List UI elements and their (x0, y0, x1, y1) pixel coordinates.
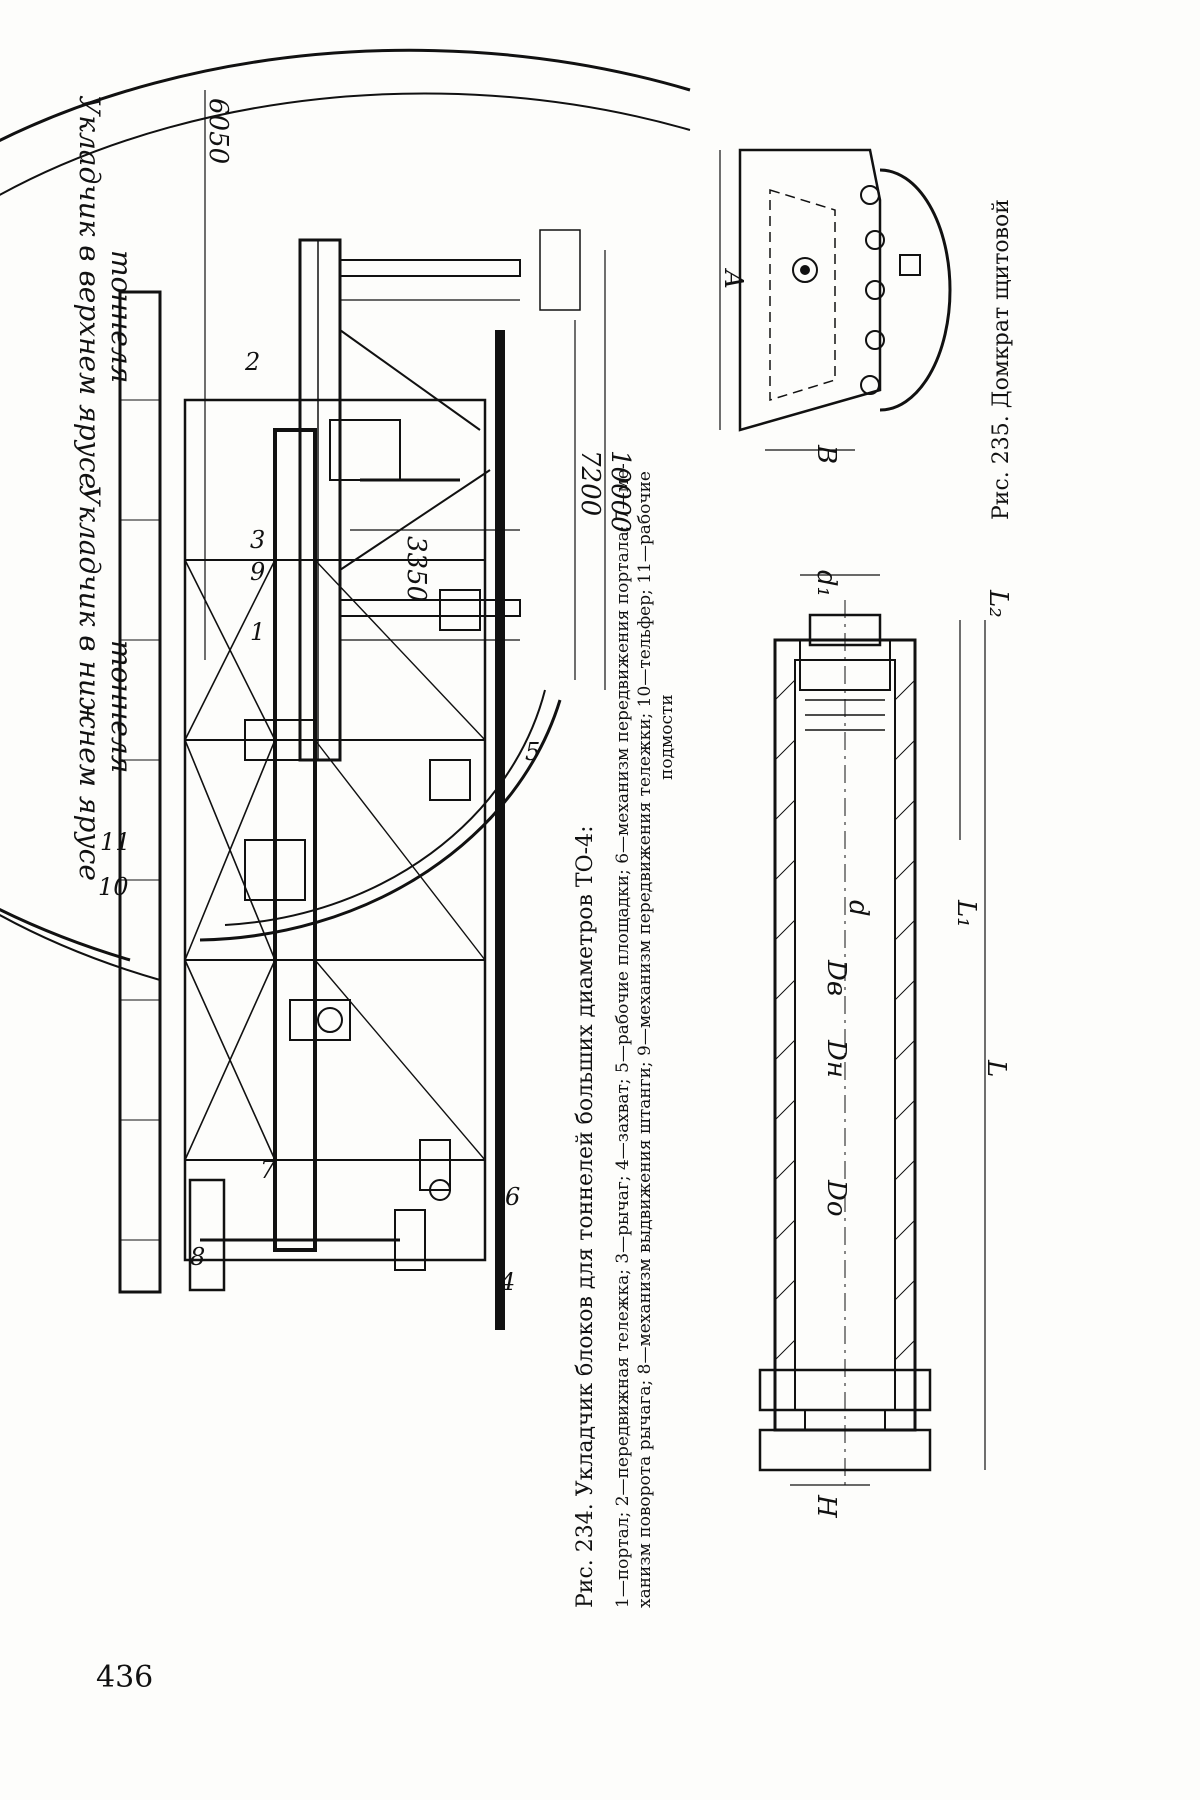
label-lower-tier-2: тоннеля (105, 640, 138, 773)
fig234-legend-line3: подмости (657, 694, 677, 780)
dim-L2: L₂ (983, 589, 1013, 618)
callout-1: 1 (250, 618, 265, 646)
dim-Dv: Dв (821, 959, 851, 996)
callout-3: 3 (250, 526, 265, 554)
callout-5: 5 (525, 738, 540, 766)
fig234-caption: Рис. 234. Укладчик блоков для тоннелей б… (573, 826, 598, 1608)
fig235-caption: Рис. 235. Домкрат щитовой (989, 199, 1014, 520)
callout-11: 11 (100, 828, 131, 856)
jack-head-end-view: A B (718, 148, 952, 464)
label-upper-tier-1: Укладчик в верхнем ярусе (73, 95, 106, 489)
dim-B: B (811, 444, 841, 464)
dim-L1: L₁ (951, 899, 981, 928)
callout-7: 7 (260, 1156, 276, 1184)
dim-10000: 10000 (605, 450, 635, 533)
page-number: 436 (96, 1660, 154, 1695)
label-lower-tier-1: Укладчик в нижнем ярусе (73, 485, 106, 881)
callout-9: 9 (250, 558, 265, 586)
dim-H: H (811, 1494, 841, 1519)
dim-d1: d₁ (811, 570, 841, 597)
callout-6: 6 (505, 1183, 520, 1211)
fig234-legend-line1: 1—портал; 2—передвижная тележка; 3—рычаг… (613, 463, 633, 1608)
shield-jack-drawing: d₁ L₂ d L₁ Dв Dн L Dо H (758, 570, 1013, 1519)
dim-6050: 6050 (203, 98, 233, 164)
dim-d: d (843, 900, 873, 917)
fig234-legend-line2: ханизм поворота рычага; 8—механизм выдви… (635, 471, 655, 1608)
fig234-caption-block: Рис. 234. Укладчик блоков для тоннелей б… (573, 463, 677, 1608)
callout-10: 10 (98, 873, 129, 901)
callout-2: 2 (244, 348, 260, 376)
erector-side-view: 8 7 6 4 10 (98, 290, 520, 1330)
dim-7200: 7200 (575, 450, 605, 516)
label-upper-tier-2: тоннеля (105, 250, 138, 383)
callout-8: 8 (190, 1243, 205, 1271)
dim-Do: Dо (821, 1179, 851, 1217)
tunnel-cross-section: 6050 3350 7200 10000 2 3 9 1 5 11 Укладч… (0, 48, 691, 981)
dim-L: L (981, 1059, 1011, 1077)
dim-Dn: Dн (821, 1039, 851, 1078)
dim-3350: 3350 (401, 536, 431, 602)
dim-A: A (718, 268, 748, 289)
callout-4: 4 (499, 1268, 515, 1296)
